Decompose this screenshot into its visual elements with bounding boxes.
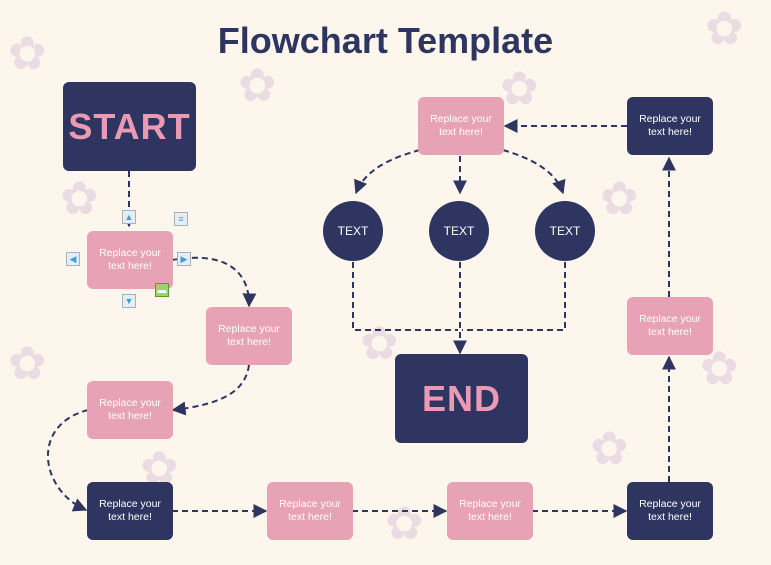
connector-n10-c3: [502, 149, 566, 195]
background-flower-icon: ✿: [705, 2, 744, 54]
minus-icon[interactable]: ▬: [155, 283, 169, 297]
process-node-10[interactable]: Replace your text here!: [418, 97, 504, 155]
connector-n1-n2: [171, 256, 257, 308]
connector-c3-end: [462, 262, 566, 331]
background-flower-icon: ✿: [590, 422, 629, 474]
background-flower-icon: ✿: [385, 497, 424, 549]
process-node-5[interactable]: Replace your text here!: [267, 482, 353, 540]
background-flower-icon: ✿: [600, 172, 639, 224]
process-node-6[interactable]: Replace your text here!: [447, 482, 533, 540]
page-title: Flowchart Template: [217, 20, 554, 61]
process-node-2[interactable]: Replace your text here!: [206, 307, 292, 365]
process-node-8[interactable]: Replace your text here!: [627, 297, 713, 355]
background-flower-icon: ✿: [8, 27, 47, 79]
text-circle-1[interactable]: TEXT: [323, 201, 383, 261]
connector-n2-n3: [171, 364, 250, 416]
background-flower-icon: ✿: [60, 172, 99, 224]
process-node-7[interactable]: Replace your text here!: [627, 482, 713, 540]
text-circle-3[interactable]: TEXT: [535, 201, 595, 261]
menu-icon[interactable]: ≡: [174, 212, 188, 226]
background-flower-icon: ✿: [360, 317, 399, 369]
connector-n3-n4: [47, 409, 89, 512]
background-flower-icon: ✿: [8, 337, 47, 389]
triangle-up-icon[interactable]: ▲: [122, 210, 136, 224]
process-node-3[interactable]: Replace your text here!: [87, 381, 173, 439]
connector-c1-end: [352, 262, 458, 331]
connector-n10-c1: [354, 149, 421, 195]
start-node[interactable]: START: [63, 82, 196, 171]
background-flower-icon: ✿: [238, 59, 277, 111]
triangle-right-icon[interactable]: ▶: [177, 252, 191, 266]
triangle-down-icon[interactable]: ▼: [122, 294, 136, 308]
triangle-left-icon[interactable]: ◀: [66, 252, 80, 266]
end-node[interactable]: END: [395, 354, 528, 443]
process-node-9[interactable]: Replace your text here!: [627, 97, 713, 155]
text-circle-2[interactable]: TEXT: [429, 201, 489, 261]
process-node-1[interactable]: Replace your text here!: [87, 231, 173, 289]
background-flower-icon: ✿: [500, 62, 539, 114]
process-node-4[interactable]: Replace your text here!: [87, 482, 173, 540]
